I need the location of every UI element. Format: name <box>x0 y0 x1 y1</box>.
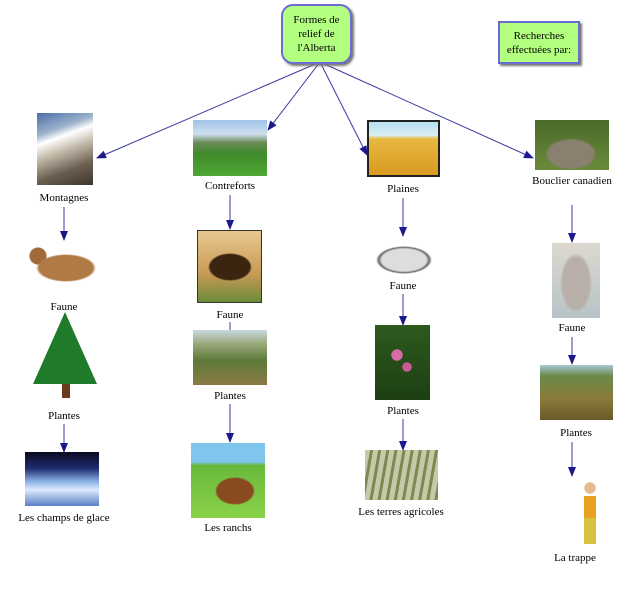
label-plantes: Plantes <box>560 427 592 439</box>
root-node[interactable]: Formes de relief de l'Alberta <box>281 4 352 64</box>
gopher-image <box>368 238 440 278</box>
label-plantes: Plantes <box>214 390 246 402</box>
label-plantes: Plantes <box>387 405 419 417</box>
credits-label: Recherches effectuées par: <box>506 29 572 56</box>
label-faune: Faune <box>50 301 78 313</box>
wolf-image <box>26 242 96 298</box>
label-ranchs: Les ranchs <box>204 522 252 534</box>
foothill-plants-image <box>193 330 267 385</box>
shield-rock-image <box>535 120 609 170</box>
label-trappe: La trappe <box>554 552 596 564</box>
foothills-image <box>193 120 267 176</box>
label-champs-de-glace: Les champs de glace <box>18 512 110 524</box>
mountains-image <box>37 113 93 185</box>
credits-node[interactable]: Recherches effectuées par: <box>498 21 580 64</box>
label-plantes: Plantes <box>48 410 80 422</box>
label-bouclier-canadien: Bouclier canadien <box>532 175 612 187</box>
plains-image <box>367 120 440 177</box>
owl-image <box>552 243 600 318</box>
label-terres-agricoles: Les terres agricoles <box>358 506 444 518</box>
label-faune: Faune <box>558 322 586 334</box>
label-faune: Faune <box>216 309 244 321</box>
root-label: Formes de relief de l'Alberta <box>293 14 340 54</box>
arrow-root-contreforts <box>267 61 321 131</box>
fireweed-image <box>375 325 430 400</box>
ranch-image <box>191 443 265 518</box>
icefield-image <box>25 452 99 506</box>
label-faune: Faune <box>389 280 417 292</box>
arrow-root-bouclier <box>319 61 534 159</box>
arrow-root-plaines <box>319 61 368 156</box>
tree-image <box>33 312 98 398</box>
grassland-image <box>540 365 613 420</box>
farmland-image <box>365 450 438 500</box>
moose-image <box>197 230 262 303</box>
label-contreforts: Contreforts <box>204 180 256 192</box>
label-montagnes: Montagnes <box>39 192 89 204</box>
arrow-root-montagnes <box>96 61 321 159</box>
archer-image <box>562 478 604 548</box>
label-plaines: Plaines <box>387 183 419 195</box>
